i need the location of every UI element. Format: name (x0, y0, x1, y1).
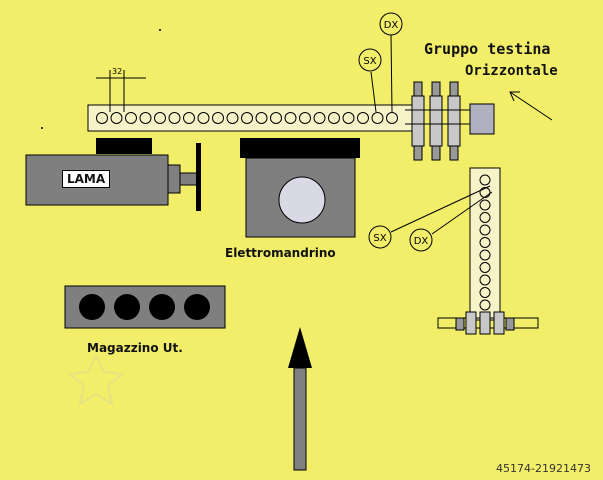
dx-side-text: DX (414, 236, 429, 247)
drill-hole (328, 112, 340, 124)
drill-hole (96, 112, 108, 124)
drill-hole (313, 112, 326, 124)
drill-hole (479, 249, 491, 261)
magazine-slot (114, 294, 140, 320)
electrospindle-disc (278, 176, 326, 224)
magazine-slot (149, 294, 175, 320)
drill-hole (479, 299, 491, 311)
vertical-spindle-group (437, 311, 539, 335)
drill-hole (299, 112, 311, 124)
watermark-text: 45174-21921473 (496, 462, 591, 475)
sx-top-text: SX (363, 56, 376, 67)
lama-label: LAMA (62, 170, 111, 188)
sx-side-text: SX (373, 233, 386, 244)
elettromandrino-label: Elettromandrino (225, 246, 336, 260)
saw-blade-disc (196, 143, 201, 211)
sx-top-callout (358, 48, 382, 72)
drill-hole (255, 112, 268, 124)
drill-hole (212, 112, 224, 124)
drill-hole (479, 187, 491, 198)
dx-top-callout (379, 12, 403, 36)
drill-hole (183, 112, 195, 124)
magazzino-label: Magazzino Ut. (87, 341, 183, 355)
drill-hole (386, 112, 398, 124)
horizontal-spindle-group (405, 81, 470, 161)
sx-side-callout (368, 225, 392, 249)
feed-direction-arrow-shaft (293, 367, 307, 471)
drill-hole (110, 112, 123, 124)
drill-hole (241, 112, 253, 124)
drill-hole (125, 112, 137, 124)
dx-top-leader (390, 33, 393, 113)
bar-end-block (469, 103, 495, 135)
blade-mount-block (96, 138, 152, 154)
title-gruppo: Gruppo testina (424, 40, 551, 58)
drill-hole (270, 112, 282, 124)
drill-hole (342, 112, 355, 124)
spindle-mount-block (240, 138, 360, 158)
drill-hole (139, 112, 152, 124)
drill-hole (479, 274, 491, 286)
dx-side-callout (409, 228, 433, 252)
dimension-marker (96, 70, 146, 112)
drill-hole (479, 237, 491, 248)
drill-hole (226, 112, 239, 124)
magazine-slot (184, 294, 210, 320)
title-orizzontale: Orizzontale (465, 63, 558, 79)
drill-hole (479, 212, 491, 223)
drill-hole (479, 224, 491, 236)
drill-hole (357, 112, 369, 124)
sx-side-leader (390, 185, 491, 233)
magazine-slot (79, 294, 105, 320)
drill-hole (154, 112, 166, 124)
drill-hole (284, 112, 297, 124)
drill-hole (197, 112, 210, 124)
bar-drill-holes (96, 112, 398, 124)
speck-dot (41, 127, 43, 129)
drill-hole (479, 199, 491, 211)
dx-side-leader (431, 191, 493, 235)
title-pointer-arrow (509, 91, 553, 121)
drill-hole (479, 262, 491, 273)
dx-top-text: DX (384, 20, 399, 31)
drill-hole (479, 287, 491, 298)
sx-top-leader (370, 71, 377, 113)
feed-direction-arrowhead (288, 327, 312, 368)
dimension-label: 32 (112, 67, 122, 76)
column-drill-holes (479, 174, 491, 311)
watermark-star (67, 353, 125, 407)
blade-shaft (167, 164, 181, 194)
drill-hole (479, 174, 491, 186)
drill-hole (168, 112, 181, 124)
drill-hole (371, 112, 384, 124)
speck-dot (159, 29, 161, 31)
